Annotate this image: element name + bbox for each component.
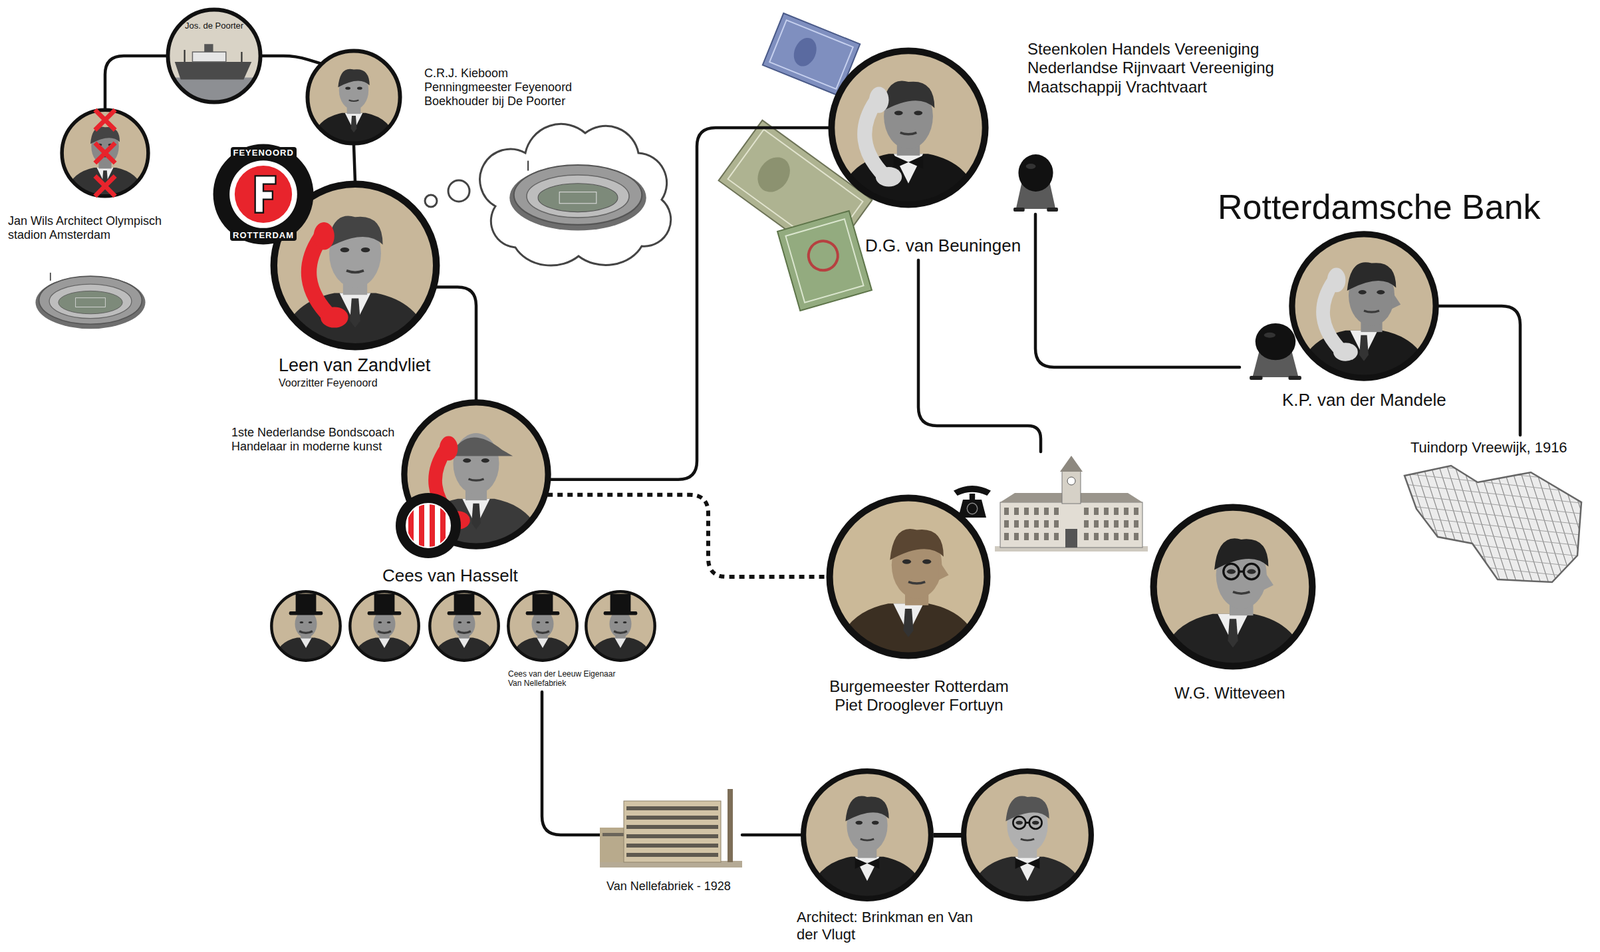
telephone-icon	[1239, 316, 1312, 383]
connector	[436, 287, 477, 401]
portrait-circle	[304, 47, 403, 147]
connector	[1438, 305, 1521, 435]
node-label: C.R.J. Kieboom Penningmeester Feyenoord …	[424, 66, 588, 110]
connector	[353, 144, 356, 182]
portrait-circle-graphic	[959, 766, 1096, 903]
node-label: Steenkolen Handels Vereeniging Nederland…	[1027, 39, 1321, 97]
person-node: C.R.J. Kieboom Penningmeester Feyenoord …	[304, 47, 588, 147]
node-label: 1ste Nederlandse Bondscoach Handelaar in…	[231, 425, 406, 454]
person-node: Leen van ZandvlietVoorzitter Feyenoord	[212, 142, 442, 390]
connector	[1035, 214, 1240, 368]
wils-stadium	[35, 272, 145, 329]
portrait-circle	[824, 492, 993, 661]
portrait-circle	[799, 766, 935, 903]
company-node: Jos. de Poorter	[164, 6, 264, 106]
node-label: Architect: Brinkman en Van der Vlugt	[796, 908, 997, 943]
factory-picture-graphic	[599, 786, 743, 868]
thought-bubble	[424, 123, 671, 266]
person-node: W.G. Witteveen	[1148, 502, 1318, 703]
person-node: Burgemeester Rotterdam Piet Drooglever F…	[819, 454, 1148, 715]
portrait-circle-graphic	[304, 47, 403, 147]
factory-picture	[599, 786, 743, 868]
node-label: Jos. de Poorter	[184, 20, 244, 31]
node-label: K.P. van der Mandele	[1282, 389, 1447, 411]
node-label: Jan Wils Architect Olympisch stadion Ams…	[7, 214, 175, 243]
node-label: Leen van Zandvliet	[278, 355, 431, 377]
link-bar-graphic	[933, 832, 962, 838]
portrait-circle	[59, 107, 151, 199]
portrait-circle-graphic	[1148, 502, 1318, 671]
telephone-icon-graphic	[1004, 147, 1067, 215]
city-hall-picture	[994, 454, 1148, 552]
portrait-circle-graphic	[826, 45, 991, 210]
place-node: Tuindorp Vreewijk, 1916	[1397, 438, 1587, 586]
district-map	[1397, 462, 1587, 586]
node-label: Van Nellefabriek - 1928	[606, 879, 731, 894]
node-label: Burgemeester Rotterdam Piet Drooglever F…	[819, 676, 1019, 715]
node-label: Rotterdamsche Bank	[1217, 186, 1541, 228]
telephone-icon	[1004, 147, 1067, 215]
person-node: Rotterdamsche BankK.P. van der Mandele	[1217, 186, 1541, 411]
building-node: Van Nellefabriek - 1928	[599, 786, 743, 894]
person-node: Jan Wils Architect Olympisch stadion Ams…	[7, 107, 175, 243]
portrait-circle-graphic	[506, 589, 580, 663]
node-label: D.G. van Beuningen	[865, 235, 1021, 257]
connector	[742, 833, 802, 837]
connector	[547, 494, 828, 577]
node-label: W.G. Witteveen	[1174, 683, 1286, 703]
telephone-icon-graphic	[948, 479, 996, 520]
portrait-circle-graphic	[824, 492, 993, 661]
connector	[105, 55, 167, 109]
portrait-circle	[1148, 502, 1318, 671]
connector	[549, 127, 829, 480]
connector	[541, 691, 600, 835]
district-map-graphic	[1397, 462, 1587, 586]
portrait-circle	[826, 45, 991, 210]
club-logo	[395, 492, 462, 559]
connector	[918, 260, 1041, 452]
node-label: Cees van Hasselt	[382, 565, 519, 586]
portrait-circle-graphic	[799, 766, 935, 903]
connector	[262, 55, 320, 64]
person-node: Cees van der Leeuw Eigenaar Van Nellefab…	[506, 589, 616, 688]
logo-lettering: FEYENOORD	[230, 146, 297, 159]
top-hat-portraits	[271, 591, 655, 664]
telephone-icon	[948, 479, 996, 520]
logo-lettering: ROTTERDAM	[230, 229, 297, 241]
telephone-icon-graphic	[1239, 316, 1312, 383]
link-bar	[933, 832, 962, 838]
city-hall-picture-graphic	[994, 454, 1148, 552]
club-logo-graphic	[395, 492, 462, 559]
node-label: Tuindorp Vreewijk, 1916	[1410, 438, 1568, 457]
person-node: 1ste Nederlandse Bondscoach Handelaar in…	[231, 397, 553, 586]
portrait-circle	[1287, 229, 1441, 383]
portrait-circle	[506, 589, 580, 663]
node-label: Voorzitter Feyenoord	[278, 377, 378, 390]
portrait-circle-graphic	[1287, 229, 1441, 383]
node-label: Cees van der Leeuw Eigenaar Van Nellefab…	[508, 668, 616, 688]
portrait-circle-graphic	[59, 107, 151, 199]
portrait-circle	[959, 766, 1096, 903]
person-node: Architect: Brinkman en Van der Vlugt	[796, 766, 1096, 943]
